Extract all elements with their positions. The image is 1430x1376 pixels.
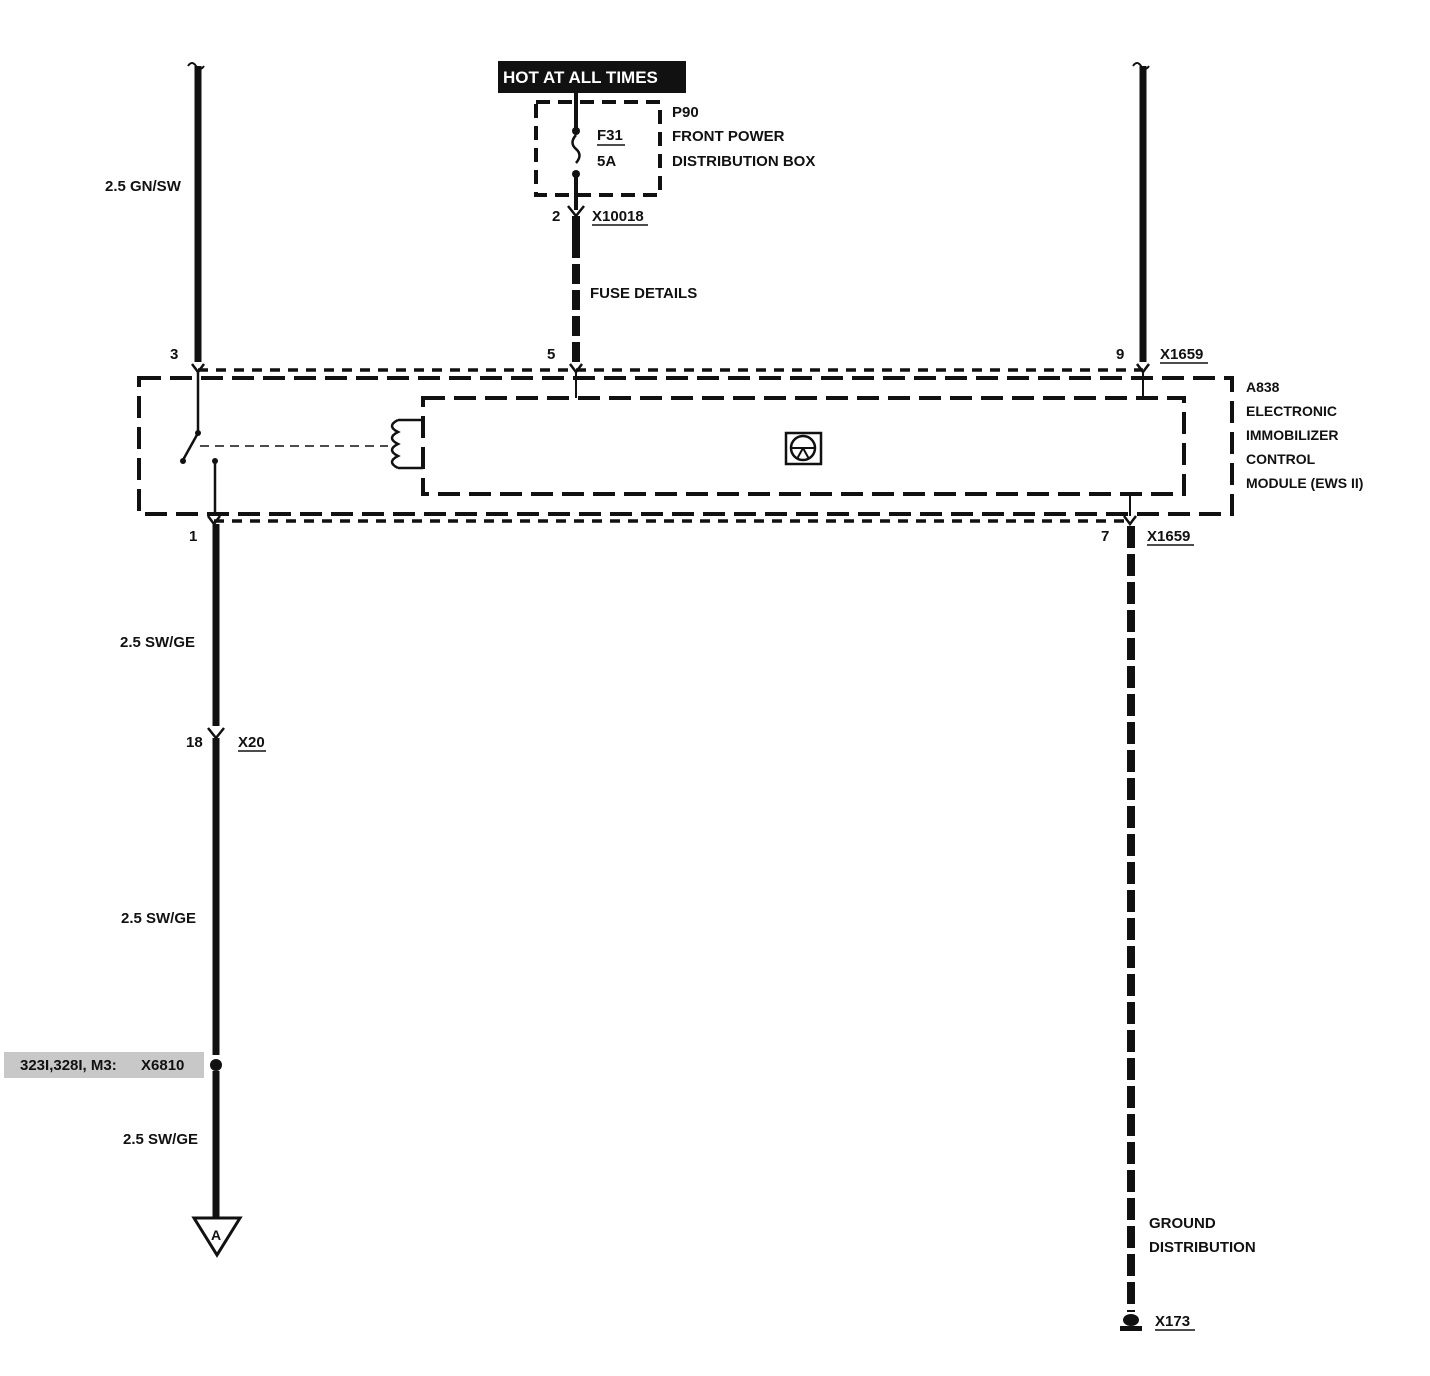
module-a838 <box>137 363 1234 527</box>
wire-label-sw-ge-1: 2.5 SW/GE <box>120 634 195 651</box>
wire-right-top <box>1132 62 1150 362</box>
pin-2-label: 2 <box>552 208 560 225</box>
connector-x20: X20 <box>238 734 265 751</box>
relay-coil-icon <box>390 418 401 470</box>
ground-label-line1: GROUND <box>1149 1215 1216 1232</box>
x6810-shaded-background <box>4 1052 204 1078</box>
pin-9-label: 9 <box>1116 346 1124 363</box>
fuse-box-p90 <box>534 93 662 210</box>
connector-x10018: X10018 <box>592 208 644 225</box>
pin-7-label: 7 <box>1101 528 1109 545</box>
ground-label-line2: DISTRIBUTION <box>1149 1239 1256 1256</box>
fuse-rating: 5A <box>597 153 616 170</box>
fuse-box-id: P90 <box>672 104 699 121</box>
fuse-details-label: FUSE DETAILS <box>590 285 697 302</box>
connector-x1659-top: X1659 <box>1160 346 1203 363</box>
module-name-line4: MODULE (EWS II) <box>1246 475 1363 491</box>
banner-background <box>498 61 686 93</box>
module-name-line3: CONTROL <box>1246 451 1316 467</box>
ground-eyelet-icon <box>1120 1314 1142 1331</box>
banner-text: HOT AT ALL TIMES <box>503 68 658 87</box>
fuse-terminal-top <box>572 127 580 135</box>
module-name-line2: IMMOBILIZER <box>1246 427 1339 443</box>
pin-1-label: 1 <box>189 528 197 545</box>
relay-switch-contact <box>181 432 200 461</box>
wire-label-sw-ge-3: 2.5 SW/GE <box>123 1131 198 1148</box>
wire-label-gn-sw: 2.5 GN/SW <box>105 178 182 195</box>
fuse-id: F31 <box>597 127 623 144</box>
connector-x173: X173 <box>1155 1313 1190 1330</box>
wire-left-top <box>187 62 205 362</box>
module-id: A838 <box>1246 379 1280 395</box>
module-inner-outline <box>421 396 1186 496</box>
connector-x6810-prefix: 323I,328I, M3: <box>20 1057 117 1074</box>
pin-3-label: 3 <box>170 346 178 363</box>
connector-x20-symbol <box>207 727 225 741</box>
fuse-box-name-line1: FRONT POWER <box>672 128 785 145</box>
hot-at-all-times-banner: HOT AT ALL TIMES <box>498 61 686 93</box>
fuse-element-icon <box>571 134 581 164</box>
fuse-box-outline <box>534 100 662 197</box>
wire-label-sw-ge-2: 2.5 SW/GE <box>121 910 196 927</box>
connector-x1659-bottom: X1659 <box>1147 528 1190 545</box>
pin-5-label: 5 <box>547 346 555 363</box>
module-outer-outline <box>137 376 1234 516</box>
fuse-box-name-line2: DISTRIBUTION BOX <box>672 153 815 170</box>
connector-x6810: X6810 <box>141 1057 184 1074</box>
electronic-module-icon <box>784 431 823 466</box>
module-name-line1: ELECTRONIC <box>1246 403 1337 419</box>
offpage-reference-letter: A <box>211 1227 221 1243</box>
offpage-reference-a: A <box>191 1216 243 1258</box>
splice-x6810-dot <box>210 1059 222 1071</box>
pin-18-label: 18 <box>186 734 203 751</box>
